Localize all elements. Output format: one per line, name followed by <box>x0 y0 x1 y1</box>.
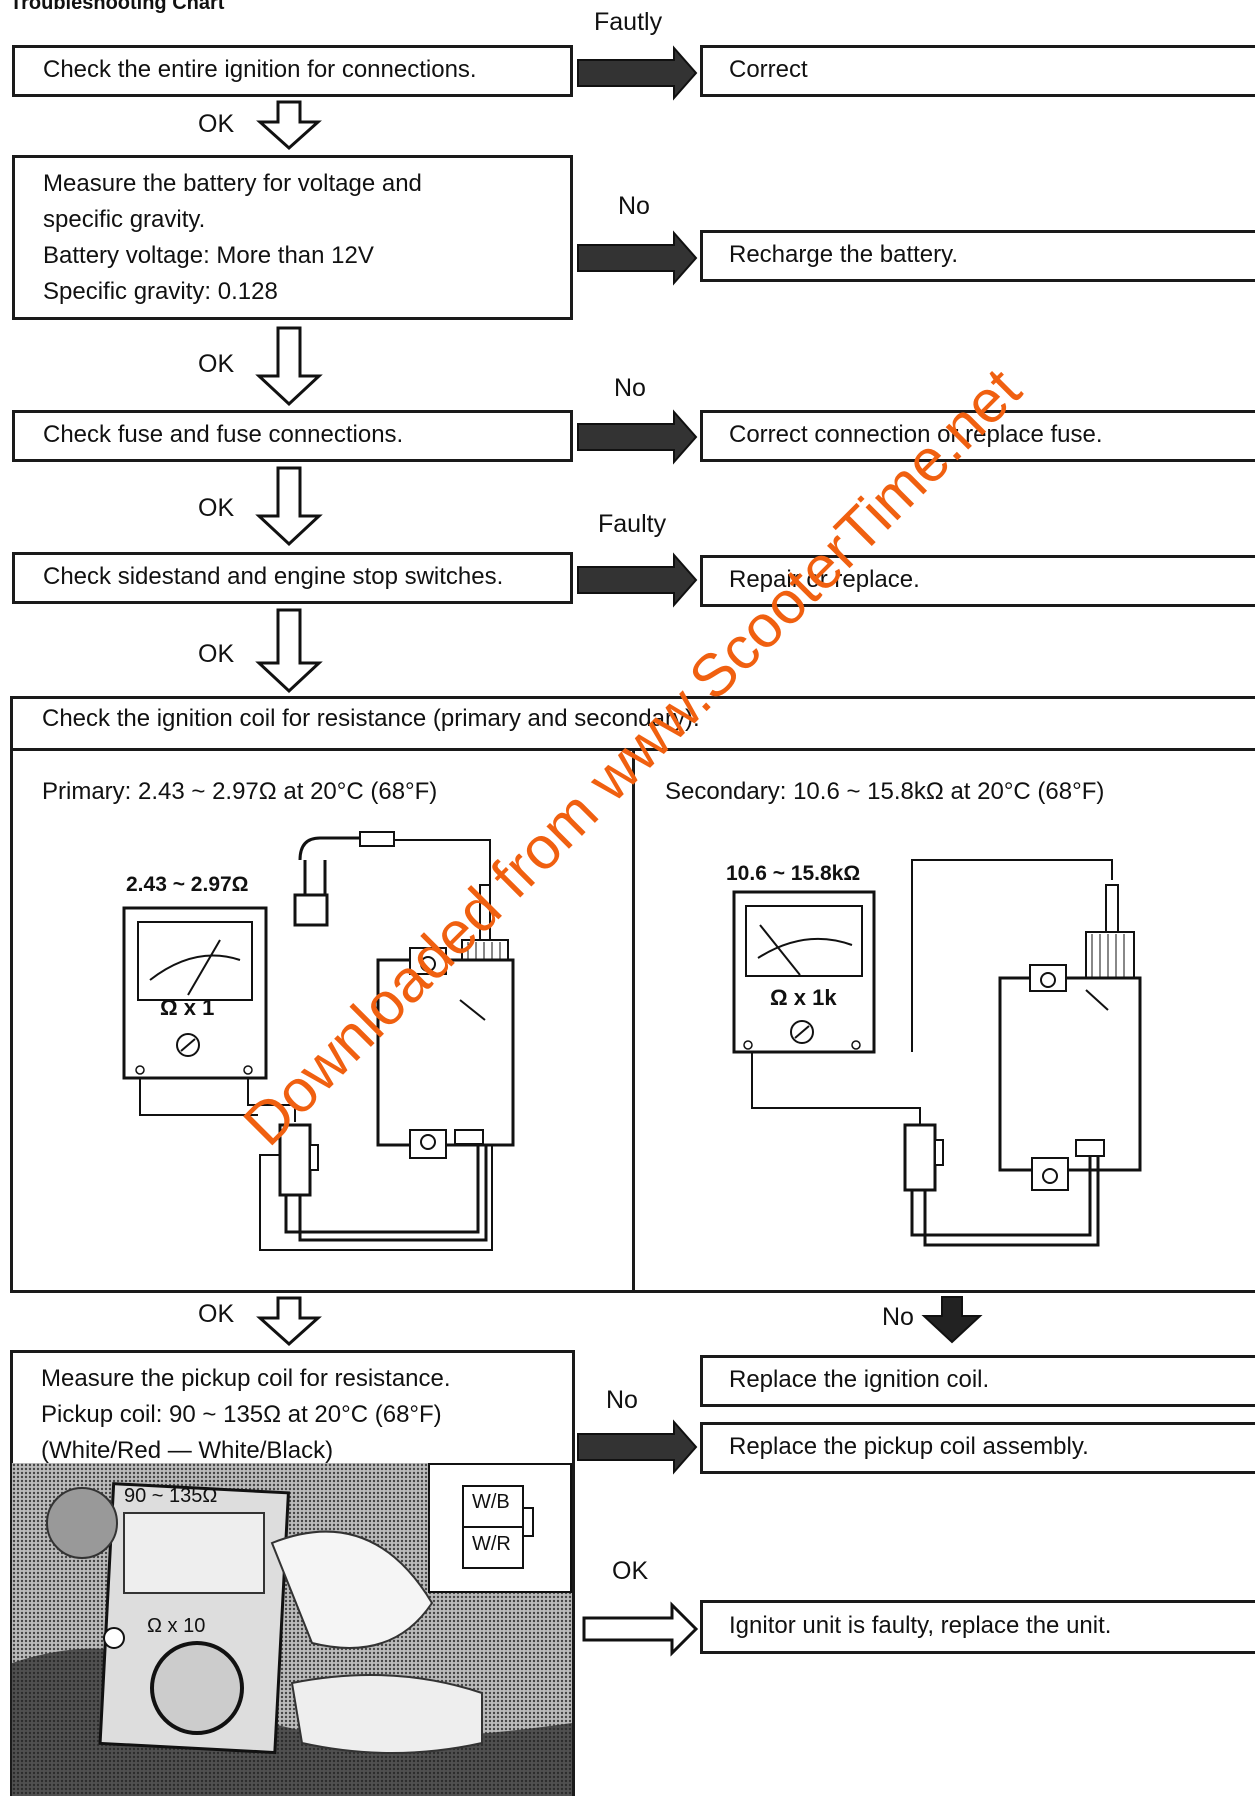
arrow-right-icon <box>578 555 698 605</box>
result-replace-pickup-coil: Replace the pickup coil assembly. <box>700 1422 1255 1474</box>
secondary-test-diagram <box>730 840 1170 1280</box>
step-line: specific gravity. <box>43 202 542 238</box>
label-ok-4: OK <box>198 640 234 669</box>
arrow-down-icon <box>258 100 320 150</box>
result-replace-ignition-coil: Replace the ignition coil. <box>700 1355 1255 1407</box>
label-no-1: No <box>618 192 650 221</box>
step-check-fuse: Check fuse and fuse connections. <box>12 410 573 462</box>
result-ignitor-faulty: Ignitor unit is faulty, replace the unit… <box>700 1600 1255 1654</box>
result-recharge-battery: Recharge the battery. <box>700 230 1255 282</box>
arrow-down-filled-icon <box>922 1296 982 1344</box>
connector-inset: W/B W/R <box>428 1463 572 1593</box>
meter2-scale: Ω x 1k <box>770 985 837 1011</box>
step-line: Specific gravity: 0.128 <box>43 274 542 310</box>
step-line: Battery voltage: More than 12V <box>43 238 542 274</box>
step-measure-battery: Measure the battery for voltage and spec… <box>12 155 573 320</box>
step-line: Measure the pickup coil for resistance. <box>41 1361 544 1397</box>
label-ok-3: OK <box>198 494 234 523</box>
label-no-4: No <box>606 1386 638 1415</box>
panel-divider <box>632 748 635 1293</box>
chart-title: Troubleshooting Chart <box>10 0 224 15</box>
result-text: Recharge the battery. <box>729 237 1229 273</box>
label-faulty-1: Fautly <box>594 8 662 37</box>
connector-label-wr: W/R <box>472 1533 511 1556</box>
step-text: Check the entire ignition for connection… <box>43 52 542 88</box>
arrow-down-icon <box>258 1296 320 1346</box>
meter1-scale: Ω x 1 <box>160 995 214 1021</box>
result-text: Replace the ignition coil. <box>729 1362 1229 1398</box>
connector-divider <box>462 1526 524 1528</box>
arrow-down-icon <box>256 608 322 693</box>
label-no-2: No <box>614 374 646 403</box>
primary-spec: Primary: 2.43 ~ 2.97Ω at 20°C (68°F) <box>42 778 437 806</box>
ignition-coil-2 <box>1000 978 1140 1170</box>
label-no-3: No <box>882 1303 914 1332</box>
label-faulty-2: Faulty <box>598 510 666 539</box>
label-ok-1: OK <box>198 110 234 139</box>
result-text: Ignitor unit is faulty, replace the unit… <box>729 1608 1229 1644</box>
label-ok-2: OK <box>198 350 234 379</box>
result-text: Replace the pickup coil assembly. <box>729 1429 1229 1465</box>
arrow-down-icon <box>256 466 322 546</box>
step-line: Pickup coil: 90 ~ 135Ω at 20°C (68°F) <box>41 1397 544 1433</box>
step-check-ignition-coil: Check the ignition coil for resistance (… <box>42 705 700 733</box>
arrow-right-icon <box>578 412 698 462</box>
step-line: Measure the battery for voltage and <box>43 166 542 202</box>
connector-label-wb: W/B <box>472 1491 510 1514</box>
arrow-down-icon <box>256 326 322 406</box>
photo-scale: Ω x 10 <box>147 1615 205 1638</box>
connector-tab <box>522 1507 534 1537</box>
arrow-right-outline-icon <box>582 1602 698 1656</box>
arrow-right-icon <box>578 233 698 283</box>
step-text: Check sidestand and engine stop switches… <box>43 559 542 595</box>
label-ok-6: OK <box>612 1557 648 1586</box>
step-check-sidestand-switches: Check sidestand and engine stop switches… <box>12 552 573 604</box>
secondary-spec: Secondary: 10.6 ~ 15.8kΩ at 20°C (68°F) <box>665 778 1104 806</box>
photo-reading: 90 ~ 135Ω <box>124 1485 217 1508</box>
step-check-ignition-connections: Check the entire ignition for connection… <box>12 45 573 97</box>
result-text: Correct <box>729 52 1229 88</box>
arrow-right-icon <box>578 1422 698 1472</box>
result-correct: Correct <box>700 45 1255 97</box>
arrow-right-icon <box>578 48 698 98</box>
label-ok-5: OK <box>198 1300 234 1329</box>
step-text: Check fuse and fuse connections. <box>43 417 542 453</box>
